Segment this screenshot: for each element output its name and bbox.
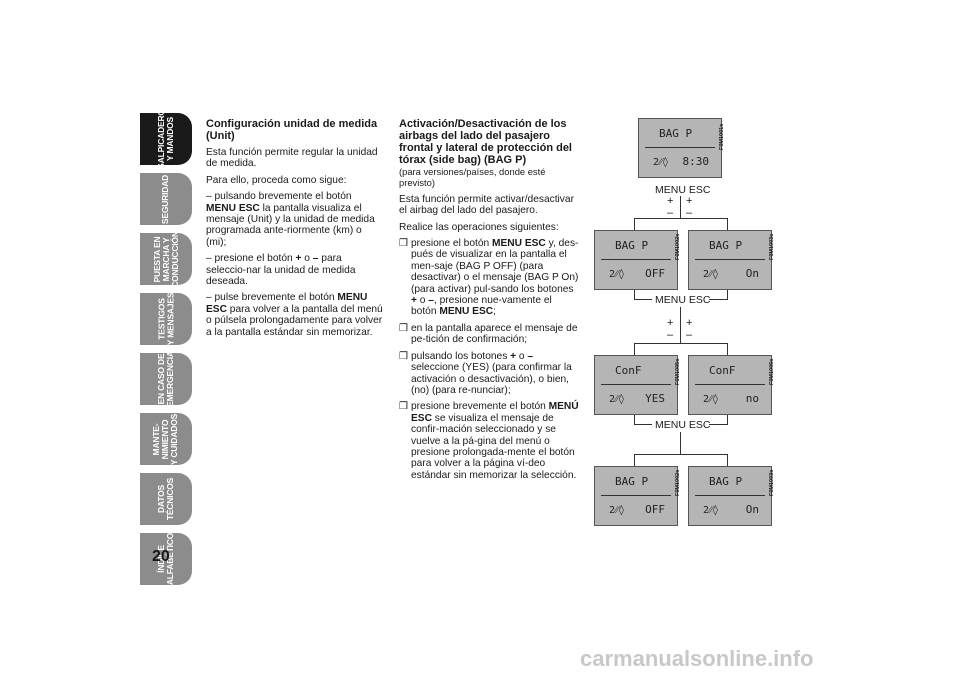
unit-p2: Para ello, proceda como sigue: (206, 174, 347, 186)
tab-puesta-en-marcha[interactable]: PUESTA EN MARCHA Y CONDUCCIÓN (140, 231, 192, 287)
fig-code: F0M1002s (675, 233, 681, 260)
unit-p1: Esta función permite regular la unidad d… (206, 147, 378, 170)
bag-step-4: ❒presione brevemente el botón MENÚ ESC s… (399, 401, 579, 481)
fig-code: F0M1002s (675, 469, 681, 496)
plus-sign: + (686, 317, 693, 329)
tab-mantenimiento[interactable]: MANTE- NIMIENTO Y CUIDADOS (140, 413, 192, 465)
tab-testigos[interactable]: TESTIGOS Y MENSAJES (140, 293, 192, 345)
bag-section: Activación/Desactivación de los airbags … (399, 118, 579, 486)
plus-sign: + (667, 317, 674, 329)
menu-esc-label: MENU ESC (655, 294, 711, 306)
fig-code: F0M1006s (769, 358, 775, 385)
minus-sign: – (667, 329, 674, 341)
tab-indice[interactable]: ÍNDICE ALFABÉTICO (140, 533, 192, 585)
bag-step-2: ❒en la pantalla aparece el mensaje de pe… (399, 322, 578, 346)
plus-sign: + (667, 195, 674, 207)
unit-step-2: – presione el botón + o – para seleccio-… (206, 253, 356, 288)
unit-step-3: – pulse brevemente el botón MENU ESC par… (206, 292, 383, 338)
minus-sign: – (667, 207, 674, 219)
plus-sign: + (686, 195, 693, 207)
bag-step-1: ❒presione el botón MENU ESC y, des-pués … (399, 238, 579, 318)
tab-emergencia[interactable]: EN CASO DE EMERGENCIA (140, 351, 192, 407)
bag-p2: Realice las operaciones siguientes: (399, 221, 559, 233)
unit-step-1: – pulsando brevemente el botón MENU ESC … (206, 191, 375, 248)
bag-note: (para versiones/países, donde esté previ… (399, 166, 546, 189)
fig-code: F0M1001s (719, 123, 725, 150)
unit-section: Configuración unidad de medida (Unit) Es… (206, 118, 384, 343)
tab-datos-tecnicos[interactable]: DATOS TÉCNICOS (140, 473, 192, 525)
bag-p1: Esta función permite activar/desactivar … (399, 193, 574, 217)
bag-heading: Activación/Desactivación de los airbags … (399, 118, 572, 166)
menu-esc-label: MENU ESC (655, 184, 711, 196)
fig-code: F0M1003s (769, 469, 775, 496)
watermark: carmanualsonline.info (580, 646, 814, 671)
fig-code: F0M1003s (769, 233, 775, 260)
page-number: 20 (152, 548, 170, 565)
minus-sign: – (686, 329, 693, 341)
menu-esc-label: MENU ESC (655, 419, 711, 431)
bag-step-3: ❒pulsando los botones + o – seleccione (… (399, 350, 572, 396)
tab-seguridad[interactable]: SEGURIDAD (140, 173, 192, 225)
tab-salpicadero[interactable]: SALPICADERO Y MANDOS (140, 109, 192, 169)
minus-sign: – (686, 207, 693, 219)
unit-heading: Configuración unidad de medida (Unit) (206, 118, 378, 142)
fig-code: F0M1005s (675, 358, 681, 385)
